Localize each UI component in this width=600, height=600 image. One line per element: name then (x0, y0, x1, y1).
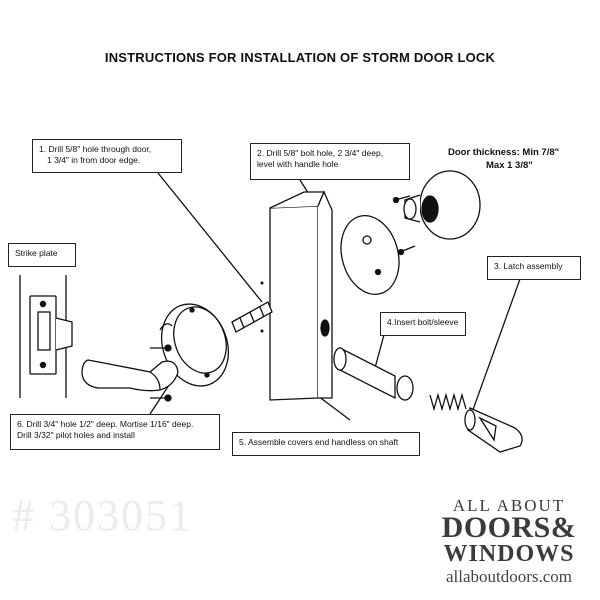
step1-line2: 1 3/4" in from door edge. (47, 155, 141, 165)
door-thickness-min: Door thickness: Min 7/8" (448, 147, 560, 158)
logo-line3: WINDOWS (443, 541, 575, 567)
door-thickness-note: Door thickness: Min 7/8" Max 1 3/8" (448, 146, 559, 172)
part-number-watermark: # 303051 (12, 491, 193, 540)
outside-knob (403, 170, 481, 240)
step5-callout: 5. Assemble covers end handless on shaft (232, 432, 420, 456)
strike-plate-label: Strike plate (15, 248, 58, 258)
logo-url: allaboutdoors.com (445, 567, 573, 586)
step6-callout: 6. Drill 3/4" hole 1/2" deep. Mortise 1/… (10, 414, 220, 450)
page-title: INSTRUCTIONS FOR INSTALLATION OF STORM D… (104, 50, 496, 65)
step3-callout: 3. Latch assembly (487, 256, 581, 280)
brand-logo: ALL ABOUT DOORS& WINDOWS allaboutdoors.c… (424, 497, 594, 587)
leader-step3 (469, 278, 521, 419)
strike-plate-callout: Strike plate (8, 243, 76, 267)
logo-line1: ALL ABOUT (452, 496, 566, 515)
inside-rosette (161, 303, 229, 387)
door-slab (269, 190, 333, 401)
outside-rosette (340, 215, 400, 295)
step6-line1: 6. Drill 3/4" hole 1/2" deep. Mortise 1/… (17, 419, 194, 429)
spindle-shaft (231, 301, 273, 333)
step4-label: 4.Insert bolt/sleeve (387, 317, 459, 327)
step2-line1: 2. Drill 5/8" bolt hole, 2 3/4" deep, (257, 148, 384, 158)
lever-handle (81, 359, 179, 392)
step5-label: 5. Assemble covers end handless on shaft (239, 437, 399, 447)
leader-step4 (374, 330, 386, 369)
logo-line2: DOORS& (441, 511, 577, 544)
leader-step1 (157, 172, 263, 303)
door-thickness-max: Max 1 3/8" (486, 160, 533, 171)
latch-bolt (464, 407, 523, 453)
outside-screws (392, 195, 416, 256)
strike-plate (29, 295, 73, 375)
step1-line1: 1. Drill 5/8" hole through door, (39, 144, 152, 154)
inside-screws (150, 323, 173, 402)
step1-callout: 1. Drill 5/8" hole through door, 1 3/4" … (32, 139, 182, 173)
step2-callout: 2. Drill 5/8" bolt hole, 2 3/4" deep, le… (250, 143, 410, 180)
step6-line2: Drill 3/32" pilot holes and install (17, 430, 135, 440)
step3-label: 3. Latch assembly (494, 261, 563, 271)
latch-spring (429, 392, 467, 412)
bolt-sleeve (333, 346, 414, 401)
step4-callout: 4.Insert bolt/sleeve (380, 312, 466, 336)
step2-line2: level with handle hole (257, 159, 339, 169)
